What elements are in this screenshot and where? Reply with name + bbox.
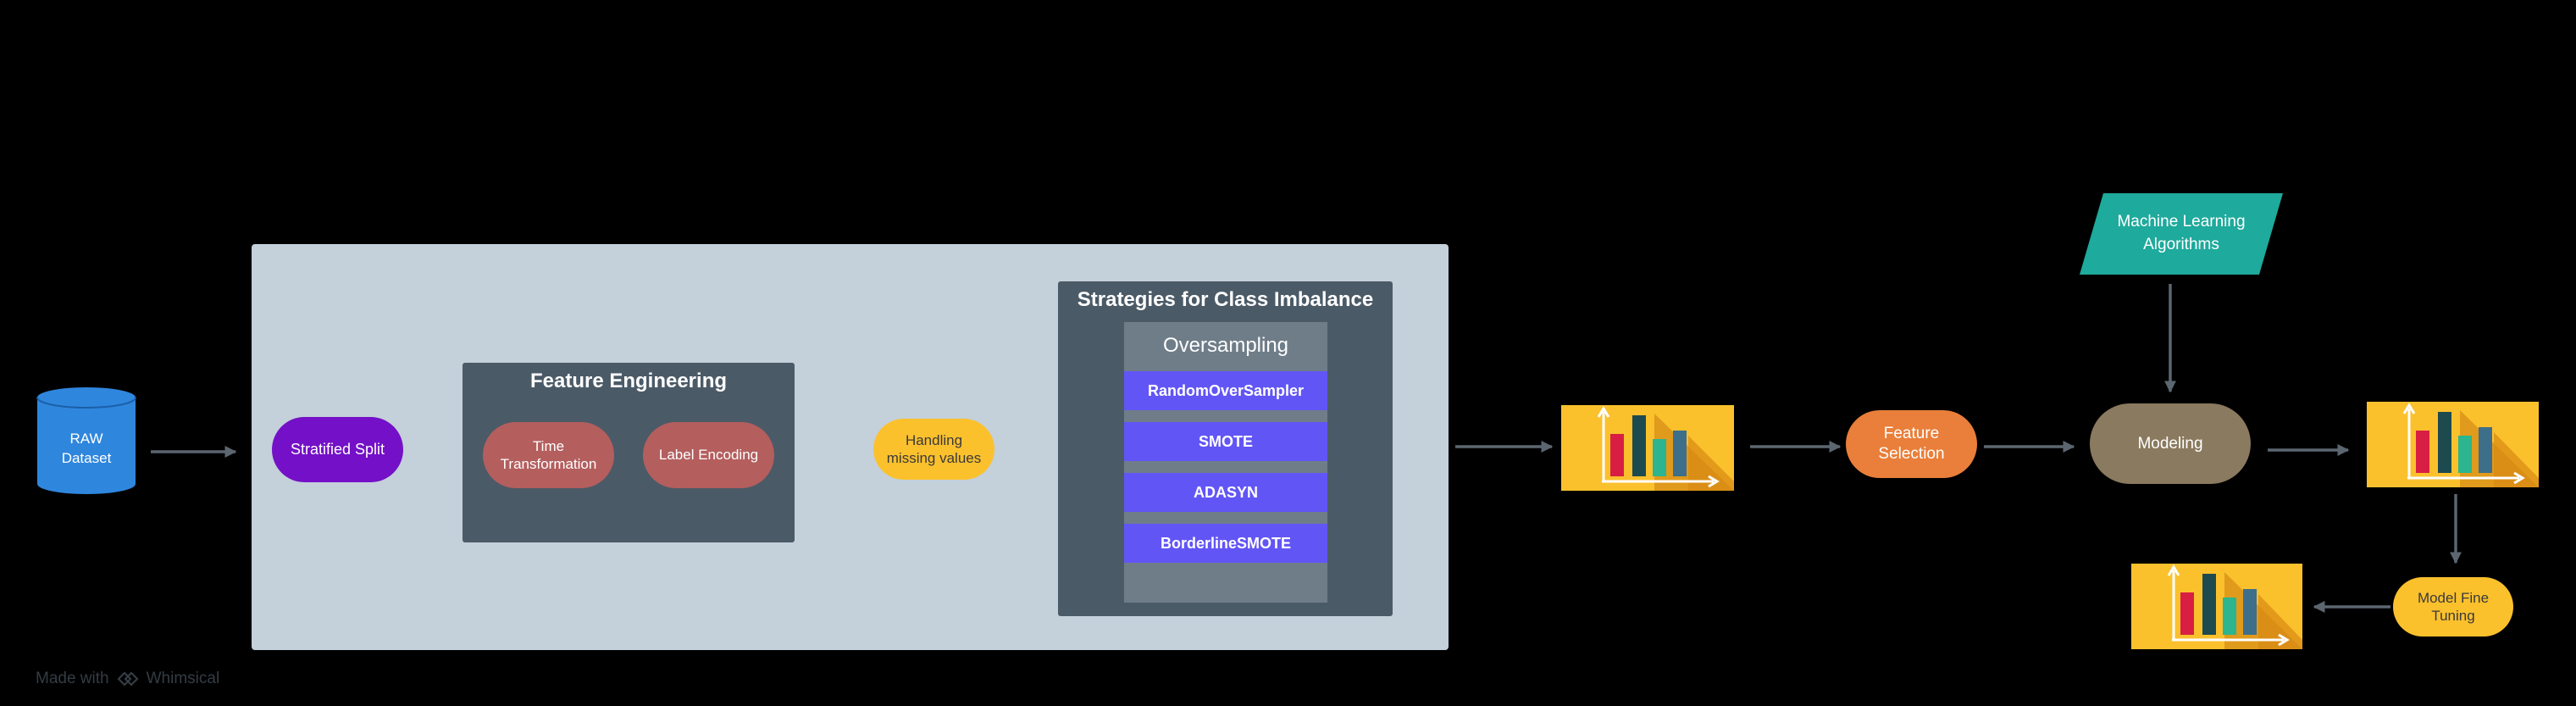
feature-selection-node: Feature Selection: [1846, 410, 1977, 478]
method-adasyn: ADASYN: [1124, 473, 1327, 512]
oversampling-header: Oversampling: [1162, 334, 1289, 357]
handling-missing-values-node: Handling missing values: [873, 419, 994, 480]
class-imbalance-box: Strategies for Class Imbalance Oversampl…: [1058, 281, 1393, 616]
watermark[interactable]: Made with Whimsical: [36, 667, 219, 691]
time-transformation-node: Time Transformation: [483, 422, 614, 488]
model-fine-tuning-node: Model Fine Tuning: [2393, 577, 2513, 637]
raw-dataset-label: RAW Dataset: [61, 431, 112, 466]
database-icon: [36, 387, 136, 494]
chart-card-2: [2367, 402, 2539, 487]
watermark-prefix: Made with: [36, 670, 109, 687]
parallelogram-shape: [2080, 193, 2283, 275]
modeling-node: Modeling: [2090, 403, 2251, 484]
ml-algorithms-label: Machine Learning Algorithms: [2117, 213, 2246, 253]
stratified-split-node: Stratified Split: [272, 417, 403, 482]
oversampling-group: Oversampling RandomOverSampler SMOTE ADA…: [1124, 322, 1327, 603]
bar-chart-icon: [1597, 406, 1734, 491]
label-encoding-node: Label Encoding: [643, 422, 774, 488]
method-smote: SMOTE: [1124, 422, 1327, 461]
method-borderline-smote: BorderlineSMOTE: [1124, 524, 1327, 563]
whimsical-logo-icon: [117, 671, 139, 687]
method-random-over-sampler: RandomOverSampler: [1124, 371, 1327, 410]
bar-chart-icon: [2402, 403, 2539, 487]
feature-engineering-box: Feature Engineering Time Transformation …: [463, 363, 795, 542]
feature-engineering-title: Feature Engineering: [529, 370, 728, 392]
raw-dataset: RAW Dataset: [36, 386, 137, 496]
watermark-brand: Whimsical: [146, 670, 220, 687]
class-imbalance-title: Strategies for Class Imbalance: [1077, 288, 1374, 311]
ml-algorithms-node: Machine Learning Algorithms: [2080, 193, 2283, 275]
bar-chart-icon: [2167, 564, 2302, 649]
chart-card-3: [2131, 564, 2302, 649]
chart-card-1: [1561, 405, 1734, 491]
